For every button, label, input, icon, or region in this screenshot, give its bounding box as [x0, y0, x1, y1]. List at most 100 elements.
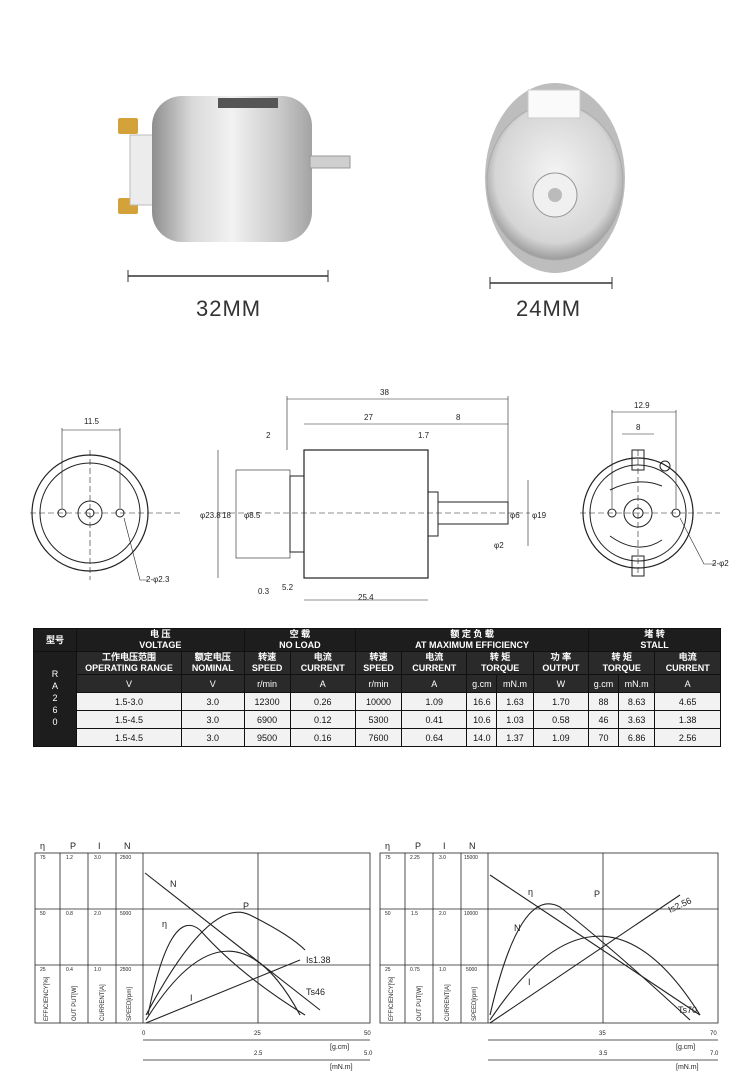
col-6-en: TORQUE — [480, 663, 520, 673]
motor-end-photo — [485, 83, 625, 273]
col-1-en: NOMINAL — [191, 663, 234, 673]
cell: 7600 — [355, 728, 402, 747]
side-left-gap: 2 — [266, 431, 271, 440]
table-row: 1.5-4.5 3.0 9500 0.16 7600 0.64 14.0 1.3… — [34, 728, 721, 747]
chart2-tick: 1.5 — [411, 911, 418, 917]
cell: 0.12 — [289, 710, 357, 729]
col-5-cn: 电流 — [425, 652, 444, 662]
chart2-header-i: I — [443, 841, 446, 851]
col-4-cn: 转速 — [369, 652, 388, 662]
chart1-tick: 3.0 — [94, 855, 101, 861]
chart1-curve-label: Is1.38 — [306, 955, 331, 965]
col-11-en: CURRENT — [665, 663, 710, 673]
col-11-cn: 电流 — [678, 652, 697, 662]
chart2-axis-title: EFFICIENCY[%] — [389, 976, 395, 1021]
chart1-axis-title: OUT PUT[W] — [72, 985, 78, 1021]
chart2-xunit: [g.cm] — [676, 1044, 695, 1051]
cell: 0.64 — [400, 728, 468, 747]
chart1-xtick: 50 — [364, 1031, 371, 1037]
chart2-curve-label: N — [514, 923, 521, 933]
unit-3: A — [289, 674, 357, 693]
performance-charts: η P I N 75 1.2 3.0 2500 50 0.8 2.0 5000 … — [34, 841, 719, 1071]
unit-0: V — [76, 674, 182, 693]
table-row: 1.5-4.5 3.0 6900 0.12 5300 0.41 10.6 1.0… — [34, 710, 721, 729]
right-dimension-label: 24MM — [516, 296, 582, 321]
chart1-xunit: [mN.m] — [330, 1064, 353, 1071]
side-shaft2: φ2 — [494, 541, 504, 550]
cell: 88 — [588, 692, 619, 711]
chart2-xtick: 35 — [599, 1031, 606, 1037]
cell: 4.65 — [654, 692, 721, 711]
col-2-cn: 转速 — [258, 652, 277, 662]
chart1-header-p: P — [70, 841, 76, 851]
front-view — [30, 428, 180, 581]
rear-dim-inner: 8 — [636, 423, 641, 432]
model-header: 型号 — [33, 628, 77, 652]
col-0-en: OPERATING RANGE — [85, 663, 173, 673]
chart2-tick: 15000 — [464, 855, 478, 861]
chart2-xtick: 3.5 — [599, 1051, 608, 1057]
cell: 3.0 — [181, 710, 245, 729]
cell: 0.26 — [289, 692, 357, 711]
cell: 10000 — [355, 692, 402, 711]
chart1-axis-title: SPEED[rpm] — [127, 987, 133, 1021]
unit-11: A — [654, 674, 721, 693]
chart2-tick: 0.75 — [410, 967, 420, 973]
col-9-en: TORQUE — [602, 663, 641, 673]
chart2-tick: 3.0 — [439, 855, 446, 861]
chart2-tick: 50 — [385, 911, 391, 917]
stall-cn: 堵 转 — [644, 629, 665, 639]
side-bottom-small: 0.3 — [258, 587, 270, 596]
rear-dim-top: 12.9 — [634, 401, 650, 410]
chart1-curve-label: Ts46 — [306, 987, 325, 997]
units-row: V V r/min A r/min A g.cm mN.m W g.cm mN.… — [34, 674, 721, 693]
chart2-header-p: P — [415, 841, 421, 851]
chart1-xunit: [g.cm] — [330, 1044, 349, 1051]
cell: 10.6 — [466, 710, 498, 729]
chart2-curve-label: Is2.56 — [667, 895, 693, 914]
cell: 3.0 — [181, 692, 245, 711]
cell: 0.16 — [289, 728, 357, 747]
chart1-header-i: I — [98, 841, 101, 851]
noload-en: NO LOAD — [279, 640, 321, 650]
side-bottom-52: 5.2 — [282, 583, 294, 592]
unit-9: g.cm — [588, 674, 619, 693]
cell: 0.58 — [532, 710, 590, 729]
chart2-curve-label: Ts70 — [678, 1005, 697, 1015]
col-2-en: SPEED — [251, 663, 283, 673]
chart1-curve-label: I — [190, 993, 193, 1003]
chart1-tick: 2500 — [120, 967, 131, 973]
stall-en: STALL — [640, 640, 669, 650]
cell: 6.86 — [617, 728, 656, 747]
chart1-tick: 0.4 — [66, 967, 73, 973]
cell: 3.0 — [181, 728, 245, 747]
side-view — [217, 396, 530, 601]
col-8-en: OUTPUT — [542, 663, 580, 673]
cell: 9500 — [243, 728, 291, 747]
cell: 5300 — [355, 710, 402, 729]
cell: 3.63 — [617, 710, 656, 729]
chart2-tick: 10000 — [464, 911, 478, 917]
col-1-cn: 额定电压 — [194, 652, 231, 662]
chart1-header-n: N — [124, 841, 131, 851]
unit-8: W — [532, 674, 590, 693]
chart2-header-eta: η — [385, 841, 390, 851]
cell: 1.70 — [532, 692, 590, 711]
cell: 1.03 — [496, 710, 534, 729]
chart1-tick: 50 — [40, 911, 46, 917]
side-dia-right: φ19 — [532, 511, 547, 520]
voltage-en: VOLTAGE — [139, 640, 182, 650]
chart1-tick: 0.8 — [66, 911, 73, 917]
